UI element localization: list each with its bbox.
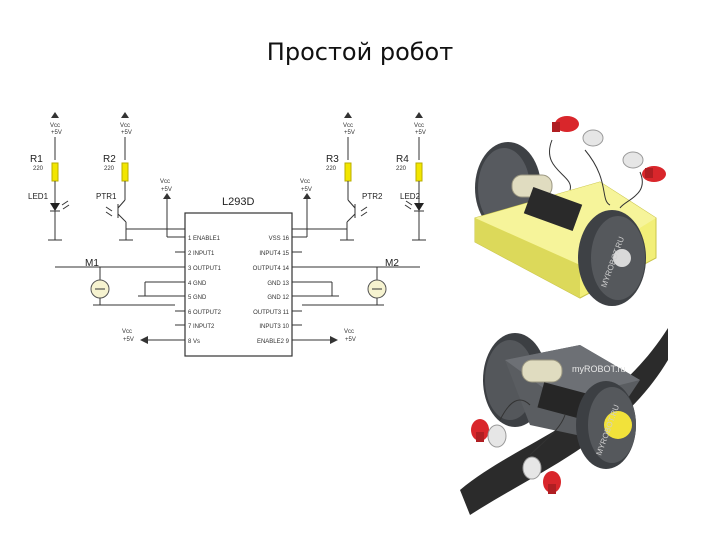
vcc-bottom-left: Vcc +5V [122,329,185,344]
svg-text:OUTPUT3 11: OUTPUT3 11 [253,310,290,316]
svg-text:+5V: +5V [123,337,134,343]
svg-text:R4: R4 [396,154,409,165]
svg-text:Vcc: Vcc [120,123,130,129]
svg-text:OUTPUT4 14: OUTPUT4 14 [253,266,290,272]
svg-text:PTR2: PTR2 [362,192,383,201]
svg-text:220: 220 [33,166,44,172]
l293d-chip: L293D 1 ENABLE1 2 INPUT1 3 OUTPUT1 4 GND… [184,196,293,357]
svg-text:Vcc: Vcc [122,329,132,335]
motor-m1: M1 [55,258,175,306]
led-white-icon-2 [622,151,644,169]
svg-text:Vcc: Vcc [50,123,60,129]
svg-text:ENABLE2 9: ENABLE2 9 [257,339,290,345]
svg-text:+5V: +5V [415,130,426,136]
vcc-chip-right: Vcc +5V [292,179,312,238]
svg-text:INPUT4 15: INPUT4 15 [259,251,289,257]
led1: LED1 [28,192,70,241]
vcc-bottom-right: Vcc +5V [292,329,356,344]
svg-text:M1: M1 [85,258,99,269]
svg-text:4 GND: 4 GND [188,281,207,287]
svg-text:3 OUTPUT1: 3 OUTPUT1 [188,266,222,272]
svg-text:7 INPUT2: 7 INPUT2 [188,324,215,330]
svg-text:Vcc: Vcc [300,179,310,185]
svg-text:5 GND: 5 GND [188,295,207,301]
svg-text:+5V: +5V [301,187,312,193]
svg-text:8 Vs: 8 Vs [188,339,200,345]
svg-text:PTR1: PTR1 [96,192,117,201]
vcc-r1: Vcc +5V [50,112,62,136]
svg-text:Vcc: Vcc [414,123,424,129]
vcc-chip-left: Vcc +5V [160,179,185,238]
svg-text:R2: R2 [103,154,116,165]
svg-text:2 INPUT1: 2 INPUT1 [188,251,215,257]
led-white-icon-4 [522,456,542,480]
svg-text:LED2: LED2 [400,192,421,201]
ptr2: PTR2 [292,192,383,241]
svg-text:220: 220 [326,166,337,172]
svg-text:LED1: LED1 [28,192,49,201]
svg-text:220: 220 [104,166,115,172]
led-white-icon [582,129,604,147]
svg-text:1 ENABLE1: 1 ENABLE1 [188,236,221,242]
svg-text:+5V: +5V [344,130,355,136]
ptr1: PTR1 [96,192,185,241]
svg-text:VSS 16: VSS 16 [269,236,290,242]
svg-text:+5V: +5V [51,130,62,136]
vcc-r2: Vcc +5V [120,112,132,136]
svg-text:Vcc: Vcc [160,179,170,185]
svg-text:Vcc: Vcc [344,329,354,335]
svg-text:6 OUTPUT2: 6 OUTPUT2 [188,310,222,316]
svg-text:R1: R1 [30,154,43,165]
svg-text:+5V: +5V [121,130,132,136]
slide-title: Простой робот [266,38,454,66]
svg-text:+5V: +5V [161,187,172,193]
svg-text:Vcc: Vcc [343,123,353,129]
svg-text:INPUT3 10: INPUT3 10 [259,324,289,330]
svg-text:220: 220 [396,166,407,172]
vcc-r3: Vcc +5V [343,112,355,136]
svg-text:L293D: L293D [222,196,254,208]
svg-text:R3: R3 [326,154,339,165]
led-red-icon-2 [642,166,666,182]
vcc-r4: Vcc +5V [414,112,426,136]
robot-body-text: myROBOT.ru [572,364,626,374]
led-white-icon-3 [487,424,507,448]
led-red-icon-3 [471,419,489,442]
svg-text:+5V: +5V [345,337,356,343]
led-red-icon-4 [543,471,561,494]
led2: LED2 [400,192,426,241]
svg-text:GND 12: GND 12 [267,295,289,301]
led-red-icon [552,116,579,132]
svg-text:M2: M2 [385,258,399,269]
svg-text:GND 13: GND 13 [267,281,289,287]
motor-m2: M2 [302,258,420,306]
